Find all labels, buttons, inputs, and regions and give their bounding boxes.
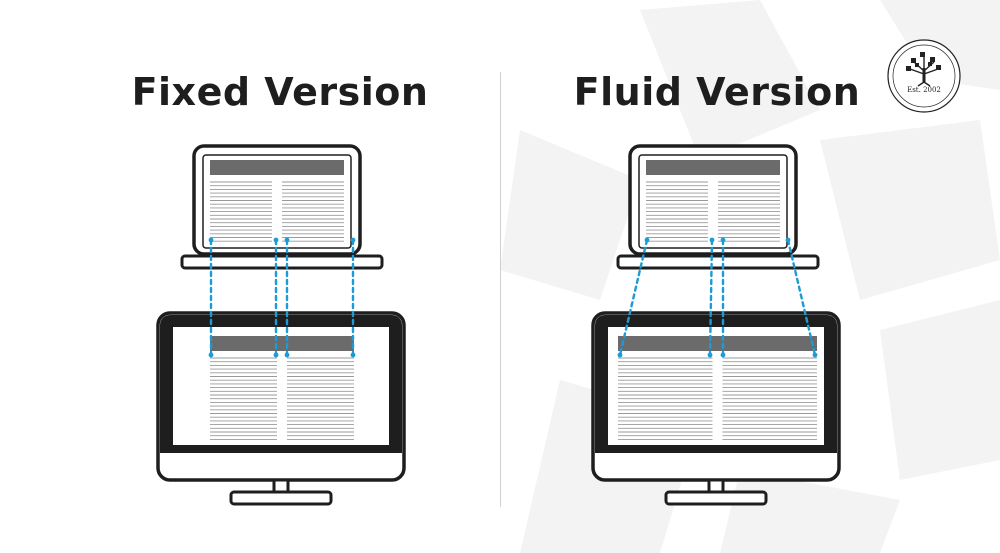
fixed-laptop-base <box>180 254 384 270</box>
fluid-monitor-neck <box>707 478 725 494</box>
watermark-shape <box>720 470 900 553</box>
fluid-guide-dot <box>707 352 713 358</box>
fluid-monitor <box>591 311 841 506</box>
fluid-guide-line <box>618 238 649 357</box>
watermark-shape <box>880 300 1000 480</box>
watermark-shape <box>640 0 820 160</box>
fluid-guide-dot <box>720 352 726 358</box>
watermark-shape <box>500 130 640 300</box>
fixed-laptop-header-bar <box>210 160 344 175</box>
foundation-logo: Est. 2002 <box>886 38 962 114</box>
background-watermark <box>500 0 1000 553</box>
fixed-monitor-stand <box>229 490 333 506</box>
fluid-guide-line <box>708 238 714 357</box>
fluid-guide-line <box>786 238 817 357</box>
fluid-guide-dot <box>617 352 623 358</box>
fixed-monitor-neck <box>272 478 290 494</box>
title-fixed-version: Fixed Version <box>131 70 429 114</box>
fixed-guide-lines <box>208 237 356 358</box>
fixed-guide-dot <box>208 352 214 358</box>
watermark-shape <box>820 120 1000 300</box>
fixed-guide-dot <box>284 237 290 243</box>
fluid-guide-dot <box>720 237 726 243</box>
fixed-guide-dot <box>208 237 214 243</box>
fluid-guide-dot <box>709 237 715 243</box>
fixed-guide-dot <box>350 352 356 358</box>
fixed-guide-dot <box>284 352 290 358</box>
fixed-guide-dot <box>273 352 279 358</box>
fluid-monitor-header-bar <box>618 336 817 351</box>
fixed-guide-dot <box>273 237 279 243</box>
fluid-monitor-stand <box>664 490 768 506</box>
tree-icon <box>906 52 941 87</box>
fluid-laptop-base <box>616 254 820 270</box>
center-divider <box>500 72 501 507</box>
fixed-monitor-header-bar <box>210 336 354 351</box>
fixed-guide-dot <box>350 237 356 243</box>
fluid-guide-dot <box>812 352 818 358</box>
fixed-monitor <box>156 311 406 506</box>
fixed-laptop <box>180 144 384 270</box>
fluid-guide-dot <box>644 237 650 243</box>
logo-est-text: Est. 2002 <box>907 86 941 94</box>
fluid-guide-lines <box>617 237 818 358</box>
title-fluid-version: Fluid Version <box>573 70 861 114</box>
fluid-guide-dot <box>785 237 791 243</box>
fluid-laptop <box>616 144 820 270</box>
fluid-laptop-header-bar <box>646 160 780 175</box>
